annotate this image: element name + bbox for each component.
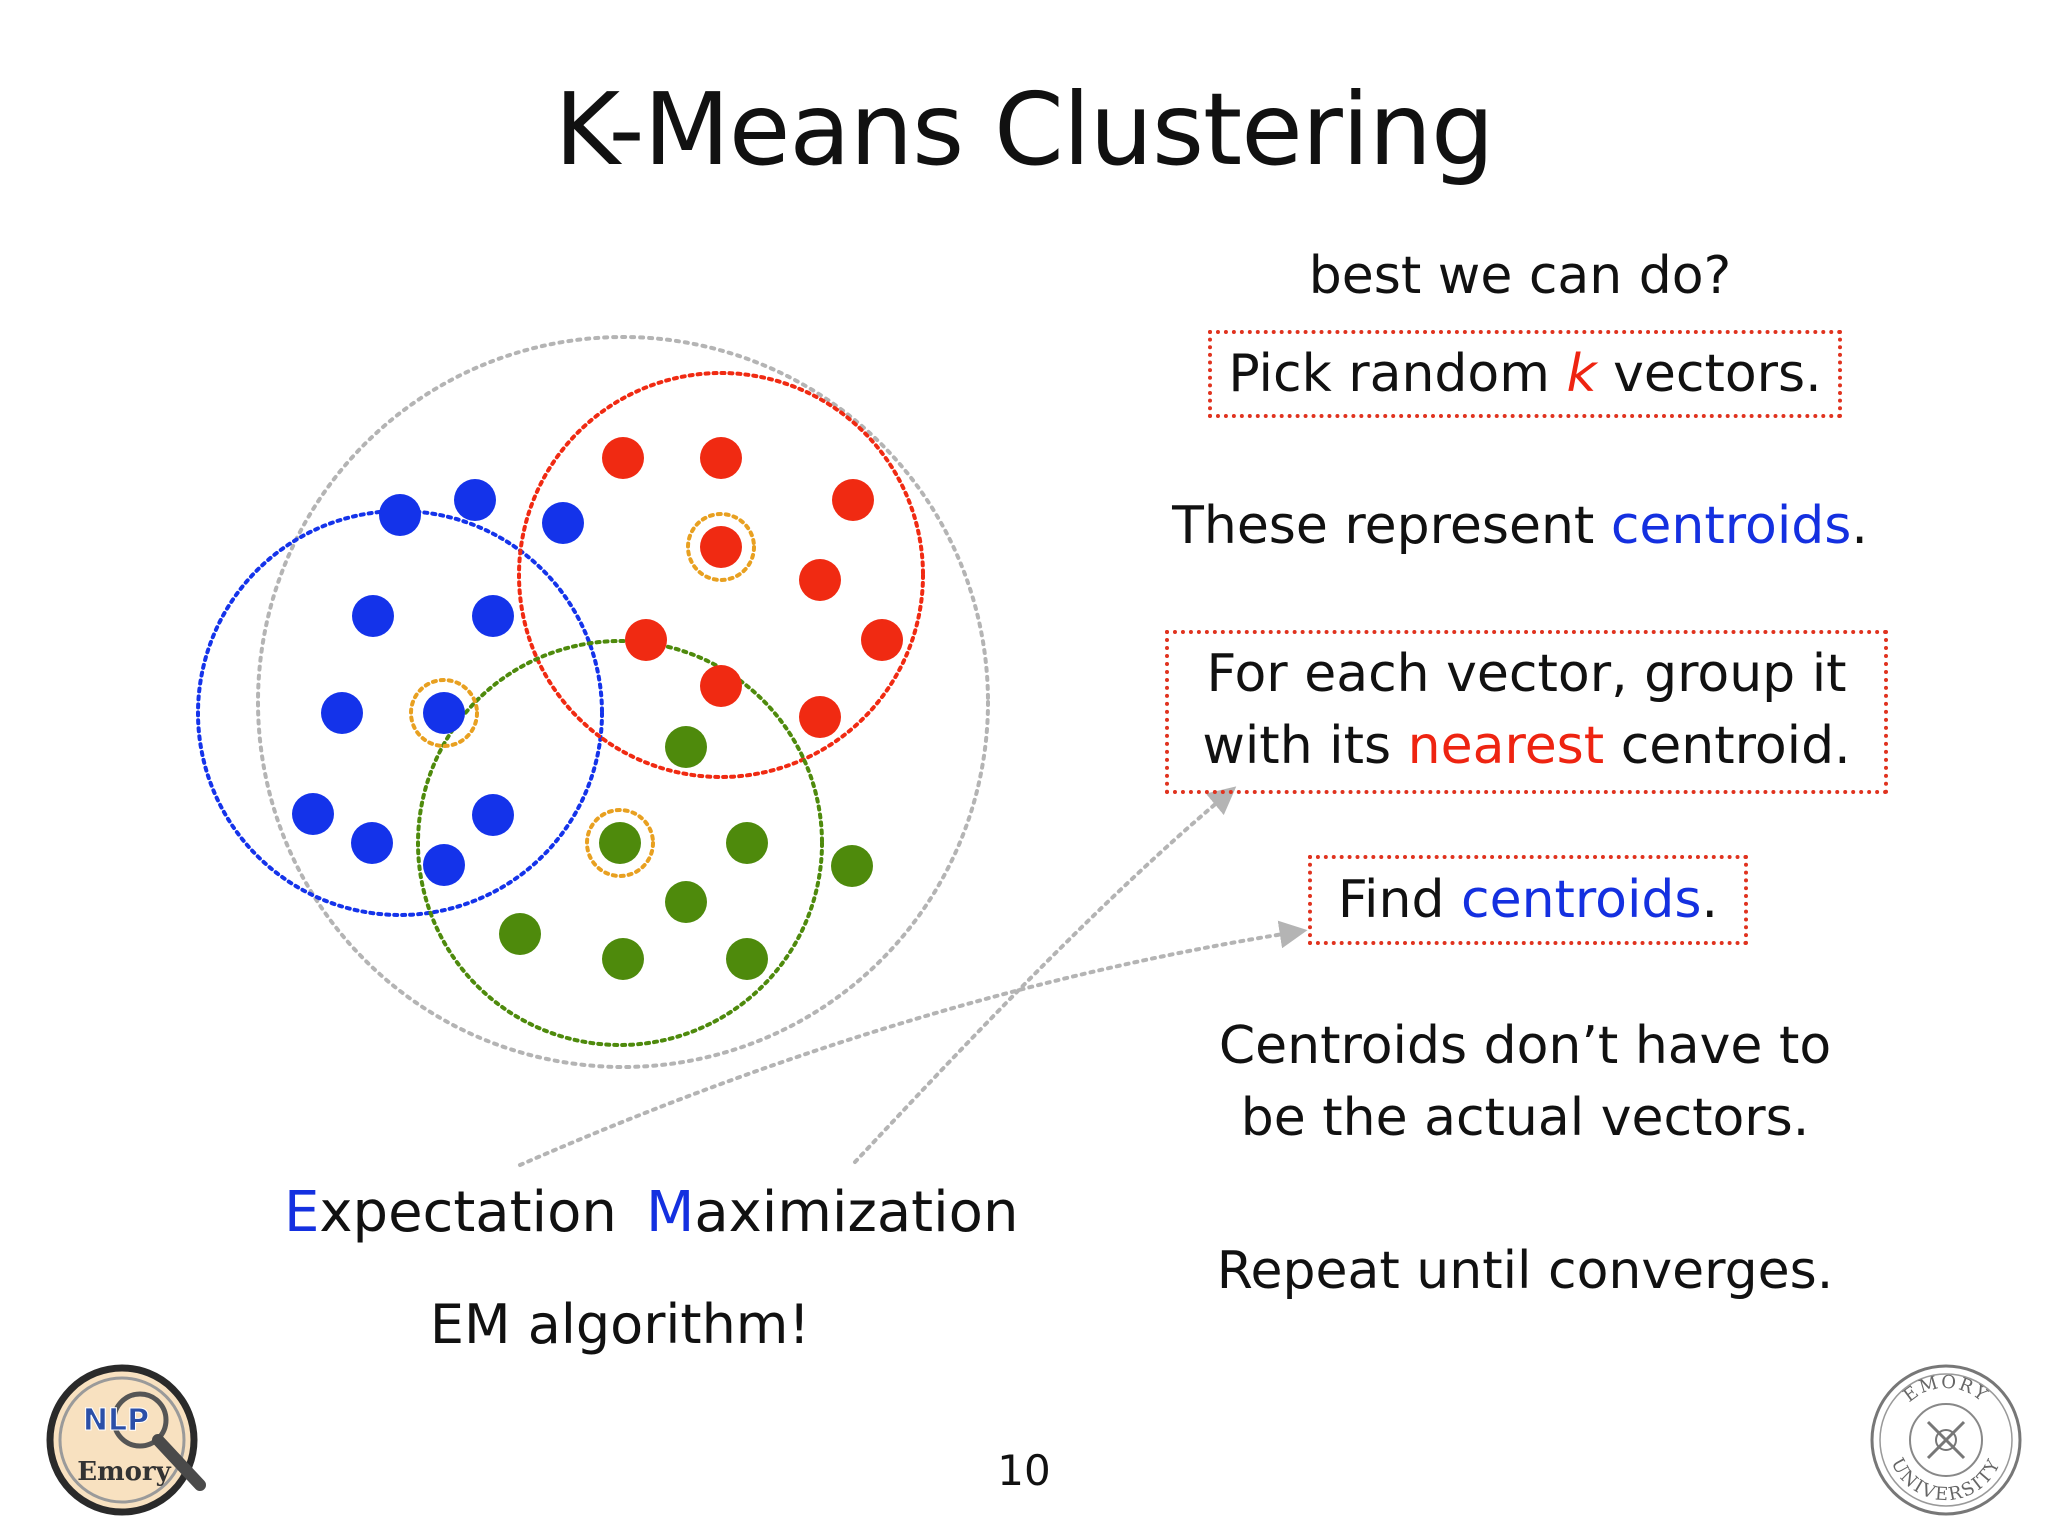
blue-data-point <box>423 692 465 734</box>
red-data-point <box>602 437 644 479</box>
blue-data-point <box>423 844 465 886</box>
cluster-boundaries <box>196 335 990 1069</box>
note-line1: Centroids don’t have to <box>1218 1016 1832 1076</box>
outer-boundary-circle <box>256 335 990 1069</box>
note-line2: be the actual vectors. <box>1240 1088 1810 1148</box>
green-data-point <box>665 881 707 923</box>
blue-data-point <box>472 595 514 637</box>
blue-data-point <box>351 822 393 864</box>
nlp-logo-text: NLP <box>83 1403 149 1438</box>
data-points <box>292 437 903 980</box>
page-number: 10 <box>997 1446 1051 1495</box>
maximization-rest: aximization <box>694 1180 1019 1245</box>
step-represent-centroids: These represent centroids. <box>1160 490 1880 562</box>
nlp-logo-subtext: Emory <box>77 1457 171 1487</box>
red-data-point <box>700 526 742 568</box>
green-cluster-circle <box>416 639 824 1047</box>
represent-pre: These represent <box>1172 496 1611 556</box>
maximization-arrow <box>853 786 1237 1164</box>
red-centroid-marker <box>686 512 756 582</box>
blue-centroid-marker <box>409 678 479 748</box>
step-find-centroids: Find centroids. <box>1308 855 1748 945</box>
nearest-word: nearest <box>1407 716 1605 776</box>
represent-post: . <box>1851 496 1868 556</box>
red-data-point <box>799 559 841 601</box>
assign-line1: For each vector, group it <box>1206 644 1847 704</box>
red-data-point <box>700 437 742 479</box>
green-data-point <box>599 822 641 864</box>
red-data-point <box>861 619 903 661</box>
blue-data-point <box>454 479 496 521</box>
step-pick-random-k: Pick random k vectors. <box>1208 330 1842 418</box>
nlp-emory-logo: NLP Emory <box>46 1364 206 1516</box>
centroid-note: Centroids don’t have to be the actual ve… <box>1160 1010 1890 1154</box>
blue-data-point <box>321 692 363 734</box>
red-data-point <box>832 479 874 521</box>
red-cluster-circle <box>517 371 925 779</box>
green-data-point <box>726 822 768 864</box>
maximization-initial: M <box>646 1180 695 1245</box>
question-text: best we can do? <box>1308 246 1732 306</box>
blue-data-point <box>542 502 584 544</box>
red-data-point <box>799 696 841 738</box>
find-post: . <box>1701 870 1719 930</box>
expectation-rest: xpectation <box>319 1180 617 1245</box>
assign-line2-pre: with its <box>1202 716 1408 776</box>
assign-line2: with its nearest centroid. <box>1169 710 1884 782</box>
green-data-point <box>602 938 644 980</box>
red-data-point <box>625 619 667 661</box>
blue-data-point <box>379 494 421 536</box>
expectation-arrow <box>518 920 1308 1167</box>
find-pre: Find <box>1337 870 1461 930</box>
pick-pre: Pick random <box>1228 344 1567 404</box>
green-data-point <box>665 726 707 768</box>
green-data-point <box>726 938 768 980</box>
step-repeat: Repeat until converges. <box>1216 1241 1834 1301</box>
centroid-markers <box>409 512 756 878</box>
k-variable: k <box>1566 344 1597 404</box>
maximization-label: Maximization <box>646 1178 1018 1248</box>
green-data-point <box>831 845 873 887</box>
red-data-point <box>700 665 742 707</box>
slide-title: K-Means Clustering <box>554 71 1494 188</box>
expectation-label: Expectation <box>284 1178 617 1248</box>
green-data-point <box>499 913 541 955</box>
blue-data-point <box>352 595 394 637</box>
pick-post: vectors. <box>1596 344 1822 404</box>
step-assign-nearest: For each vector, group it with its neare… <box>1165 630 1888 794</box>
assign-line2-post: centroid. <box>1604 716 1851 776</box>
blue-data-point <box>472 794 514 836</box>
blue-data-point <box>292 793 334 835</box>
em-arrows <box>518 786 1308 1167</box>
green-centroid-marker <box>585 808 655 878</box>
expectation-initial: E <box>284 1180 320 1245</box>
emory-university-seal: EMORY UNIVERSITY <box>1870 1364 2022 1516</box>
em-algorithm-label: EM algorithm! <box>429 1293 811 1356</box>
represent-word: centroids <box>1610 496 1852 556</box>
find-word: centroids <box>1461 870 1702 930</box>
